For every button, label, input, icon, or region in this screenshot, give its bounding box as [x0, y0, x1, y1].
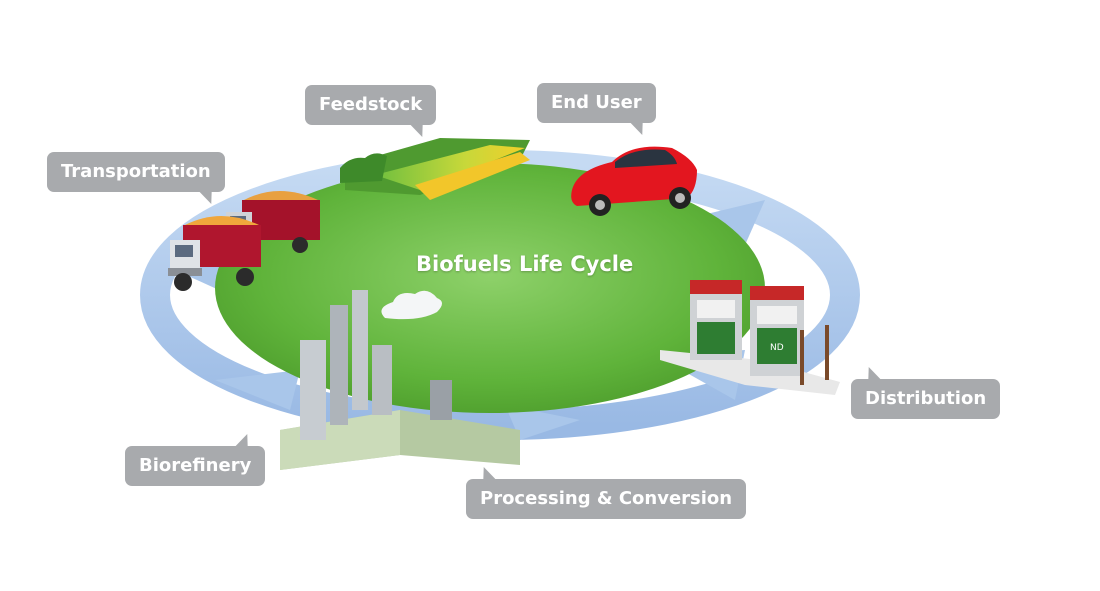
- callout-transportation: Transportation: [47, 152, 225, 192]
- callout-feedstock: Feedstock: [305, 85, 437, 125]
- feedstock-field-illustration: [340, 138, 530, 200]
- arrow-head-enduser: [690, 200, 765, 245]
- biorefinery-illustration: [280, 290, 520, 470]
- callout-processing-conversion: Processing & Conversion: [466, 479, 747, 519]
- arrow-head-biorefinery: [215, 370, 300, 410]
- gas-pumps-illustration: ND: [660, 280, 840, 395]
- pump-badge: ND: [770, 343, 784, 353]
- callout-end-user: End User: [537, 83, 656, 123]
- diagram-title: Biofuels Life Cycle: [416, 252, 634, 276]
- truck-front-illustration: [168, 216, 261, 291]
- callout-distribution: Distribution: [851, 379, 1001, 419]
- arrow-head-processing: [505, 405, 580, 440]
- car-illustration: [571, 146, 697, 216]
- callout-biorefinery: Biorefinery: [125, 446, 266, 486]
